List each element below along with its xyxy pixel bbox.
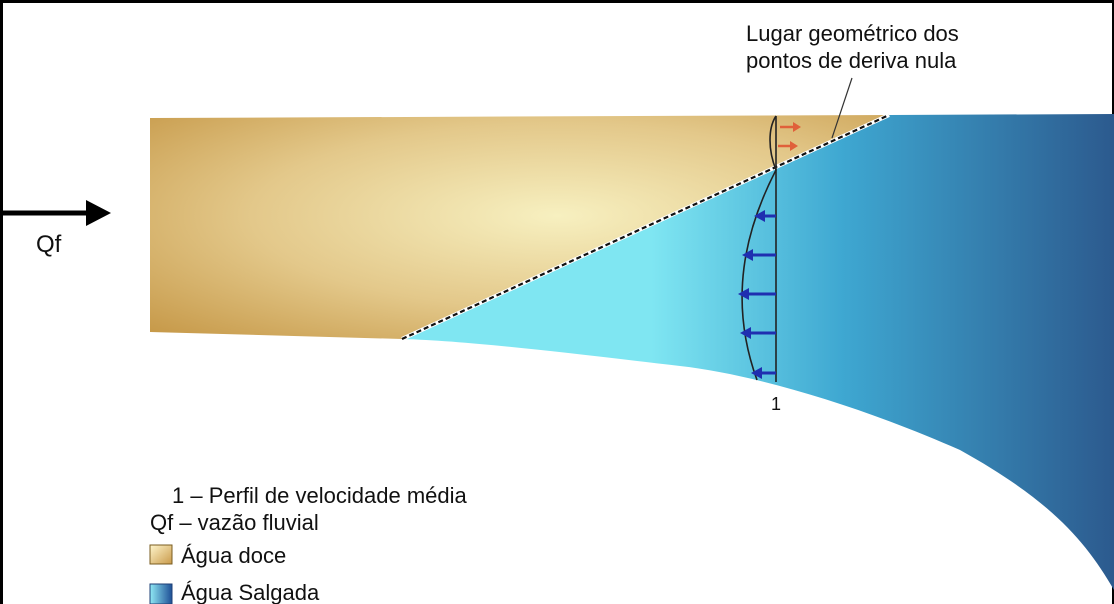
salt-water-wedge: [402, 114, 1114, 590]
legend: 1 – Perfil de velocidade média Qf – vazã…: [149, 483, 467, 604]
legend-item-inflow: Qf – vazão fluvial: [150, 510, 319, 535]
legend-swatch-salt-water: [149, 583, 173, 604]
annotation-line-2: pontos de deriva nula: [746, 48, 957, 73]
inflow-arrow: [0, 200, 111, 226]
legend-item-profile: 1 – Perfil de velocidade média: [172, 483, 467, 508]
inflow-label: Qf: [36, 231, 62, 258]
legend-label-salt-water: Água Salgada: [181, 580, 320, 604]
zero-drift-interface-dashes: [401, 114, 890, 340]
legend-label-fresh-water: Água doce: [181, 543, 286, 568]
annotation-line-1: Lugar geométrico dos: [746, 21, 959, 46]
profile-label: 1: [771, 394, 781, 414]
annotation-leader-line: [831, 77, 853, 139]
fresh-water-layer: [150, 115, 890, 339]
seaward-arrows: [738, 210, 776, 379]
velocity-profile-curve: [741, 115, 777, 381]
legend-swatch-fresh-water: [149, 544, 173, 565]
landward-arrows: [778, 122, 801, 151]
